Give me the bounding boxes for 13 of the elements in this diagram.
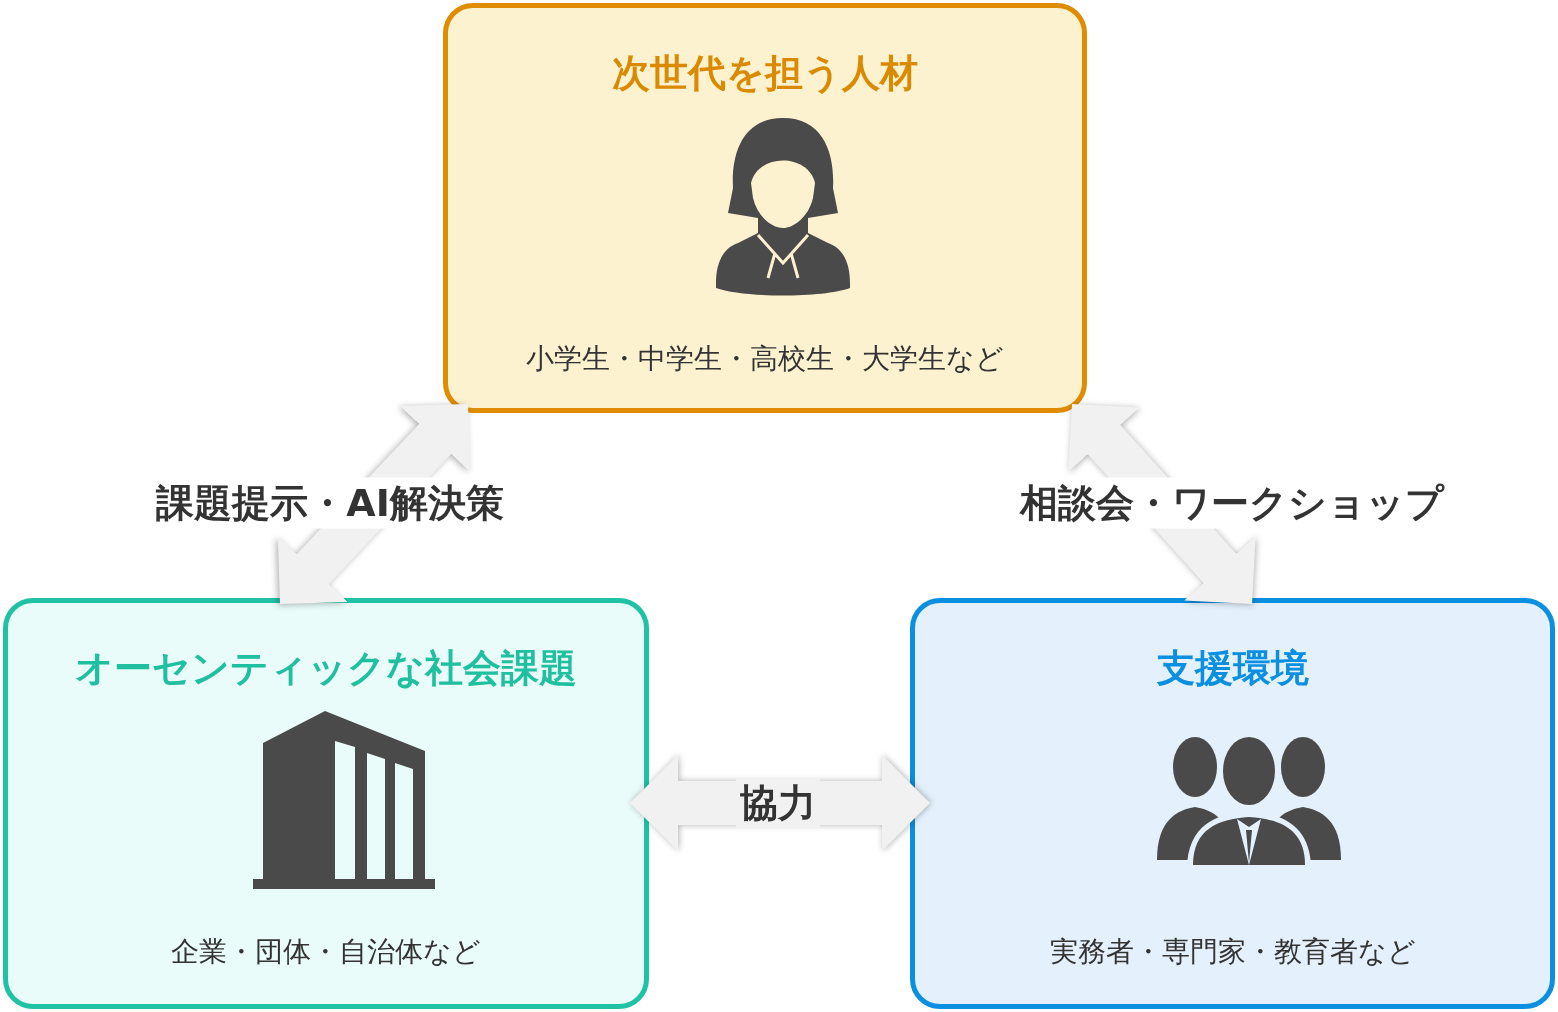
category-box — [910, 598, 1555, 1009]
box-caption: 企業・団体・自治体など — [171, 934, 481, 970]
double-arrow — [1068, 403, 1256, 605]
category-box — [443, 3, 1087, 413]
box-title: 次世代を担う人材 — [612, 50, 918, 97]
edge-label: 相談会・ワークショップ — [1016, 477, 1448, 529]
category-box — [3, 598, 649, 1009]
edge-label: 協力 — [736, 777, 820, 829]
box-title: 支援環境 — [1156, 645, 1309, 692]
box-title: オーセンティックな社会課題 — [75, 645, 577, 692]
double-arrow — [277, 403, 471, 605]
box-caption: 実務者・専門家・教育者など — [1049, 934, 1416, 970]
box-caption: 小学生・中学生・高校生・大学生など — [526, 341, 1004, 377]
